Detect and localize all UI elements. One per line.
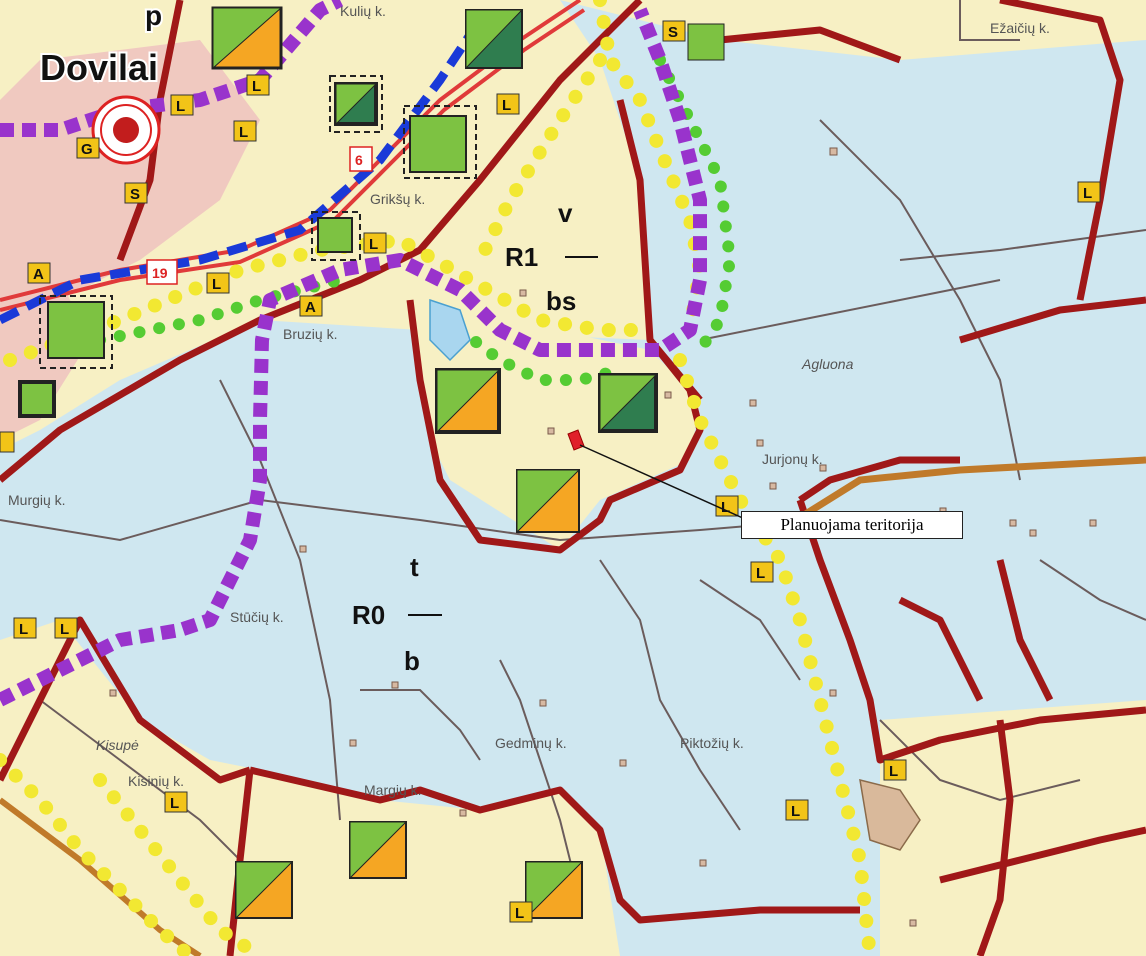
village-label: Stūčių k. [230, 609, 284, 625]
village-label: Ežaičių k. [990, 20, 1050, 36]
l-marker-icon: L [363, 232, 387, 254]
village-label: Murgių k. [8, 492, 66, 508]
svg-text:L: L [515, 905, 524, 922]
forest-zone-icon [465, 9, 524, 70]
l-marker-icon: L [785, 799, 809, 821]
svg-text:A: A [305, 299, 316, 316]
l-marker-icon: L [170, 94, 194, 116]
forest-zone-icon [334, 82, 378, 126]
svg-text:v: v [558, 198, 573, 228]
mixed-zone-icon [516, 469, 581, 534]
planned-territory-callout: Planuojama teritorija [741, 511, 963, 539]
village-label: Gedminų k. [495, 735, 567, 751]
village-label: Kulių k. [340, 3, 386, 19]
forest-zone-icon [598, 373, 658, 433]
l-marker-icon: L [164, 791, 188, 813]
a-marker-icon: A [27, 262, 51, 284]
l-marker-icon: L [883, 759, 907, 781]
l-marker-icon: L [206, 272, 230, 294]
l-marker-icon [0, 431, 15, 453]
mixed-zone-icon [435, 368, 501, 434]
village-label: Kisinių k. [128, 773, 184, 789]
green-zone-icon [317, 217, 353, 253]
s-marker-icon: S [124, 182, 148, 204]
mixed-zone-icon [235, 861, 294, 920]
l-marker-icon: L [246, 74, 270, 96]
green-route [94, 54, 737, 386]
water-bodies [429, 298, 921, 851]
svg-text:R0: R0 [352, 600, 385, 630]
a-marker-icon: A [299, 295, 323, 317]
svg-text:L: L [791, 803, 800, 820]
svg-text:S: S [130, 186, 140, 203]
svg-text:L: L [369, 236, 378, 253]
svg-text:L: L [19, 621, 28, 638]
svg-text:L: L [889, 763, 898, 780]
mixed-zone-icon [349, 821, 408, 880]
g-marker-icon: G [76, 137, 100, 159]
svg-text:t: t [410, 552, 419, 582]
svg-text:L: L [721, 499, 730, 516]
letter-markers: L L L L L L L L L L L L L L L S S G A A [0, 20, 1101, 923]
local-roads [0, 0, 1146, 901]
svg-text:L: L [170, 795, 179, 812]
svg-text:L: L [502, 97, 511, 114]
callout-leader-line [579, 444, 746, 520]
l-marker-icon: L [13, 617, 37, 639]
svg-text:L: L [212, 276, 221, 293]
village-label: Margių k. [364, 782, 422, 798]
mixed-zone-icon [211, 6, 283, 70]
green-zone-icon [47, 301, 105, 359]
village-labels: Kulių k. Ežaičių k. Grikšų k. Bruzių k. … [8, 3, 1050, 798]
village-label: Grikšų k. [370, 191, 425, 207]
mixed-zone-icon [525, 861, 584, 920]
svg-text:L: L [1083, 185, 1092, 202]
l-marker-icon: L [715, 495, 739, 517]
zone-r1-notation: v R1 bs [505, 198, 598, 316]
l-marker-icon: L [509, 901, 533, 923]
svg-text:L: L [239, 124, 248, 141]
l-marker-icon: L [496, 93, 520, 115]
s-marker-icon: S [662, 20, 686, 42]
green-zone-icon [18, 380, 56, 418]
svg-text:L: L [756, 565, 765, 582]
l-marker-icon: L [750, 561, 774, 583]
svg-text:b: b [404, 646, 420, 676]
svg-text:S: S [668, 24, 678, 41]
svg-text:L: L [60, 621, 69, 638]
l-marker-icon: L [1077, 181, 1101, 203]
svg-text:G: G [81, 141, 93, 158]
village-label: Piktožių k. [680, 735, 744, 751]
green-zone-icon [409, 115, 467, 173]
l-marker-icon: L [233, 120, 257, 142]
road-number-19: 19 [146, 259, 178, 285]
road-number-6: 6 [349, 146, 373, 172]
top-letter-label: p [145, 0, 162, 31]
svg-text:L: L [176, 98, 185, 115]
village-label: Agluona [801, 356, 854, 372]
svg-text:bs: bs [546, 286, 576, 316]
town-label: Dovilai [40, 47, 158, 88]
building-markers [109, 147, 1097, 927]
zone-squares [18, 6, 725, 920]
green-zone-icon [687, 23, 725, 61]
svg-text:R1: R1 [505, 242, 538, 272]
svg-text:L: L [252, 78, 261, 95]
village-label: Jurjonų k. [762, 451, 823, 467]
zone-r0-notation: t R0 b [352, 552, 442, 676]
svg-text:6: 6 [355, 152, 363, 168]
town-center-icon [91, 95, 161, 165]
blue-route [0, 17, 484, 325]
svg-text:A: A [33, 266, 44, 283]
purple-route [0, 0, 707, 707]
l-marker-icon: L [54, 617, 78, 639]
symbol-frames [39, 75, 477, 369]
svg-text:19: 19 [152, 265, 168, 281]
village-label: Kisupė [96, 737, 139, 753]
village-label: Bruzių k. [283, 326, 337, 342]
